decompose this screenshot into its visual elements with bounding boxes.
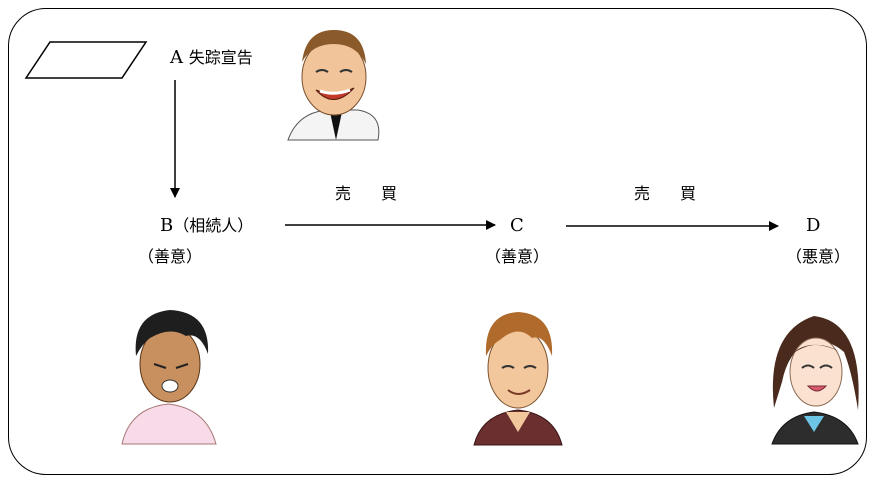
person-d-letter: D [806, 215, 821, 236]
person-b-label: B（相続人） [160, 216, 253, 236]
worried-man-icon [121, 310, 217, 445]
diagram-frame [8, 8, 867, 475]
person-c-state: （善意） [485, 247, 550, 266]
person-b-state: （善意） [138, 247, 203, 266]
person-a-note: 失踪宣告 [188, 48, 253, 67]
person-d-state: （悪意） [786, 247, 851, 266]
transaction-c-to-d-label: 売買 [634, 184, 727, 203]
parallelogram-icon [24, 41, 148, 79]
smiling-young-man-icon [473, 312, 563, 446]
person-a-label: A 失踪宣告 [170, 48, 253, 68]
person-b-role: （相続人） [173, 216, 254, 235]
smiling-man-suit-icon [287, 30, 380, 141]
smiling-woman-icon [771, 316, 859, 445]
person-b-letter: B [160, 215, 174, 236]
person-c-letter: C [510, 215, 524, 236]
person-a-letter: A [170, 47, 183, 68]
transaction-b-to-c-label: 売買 [335, 184, 428, 203]
